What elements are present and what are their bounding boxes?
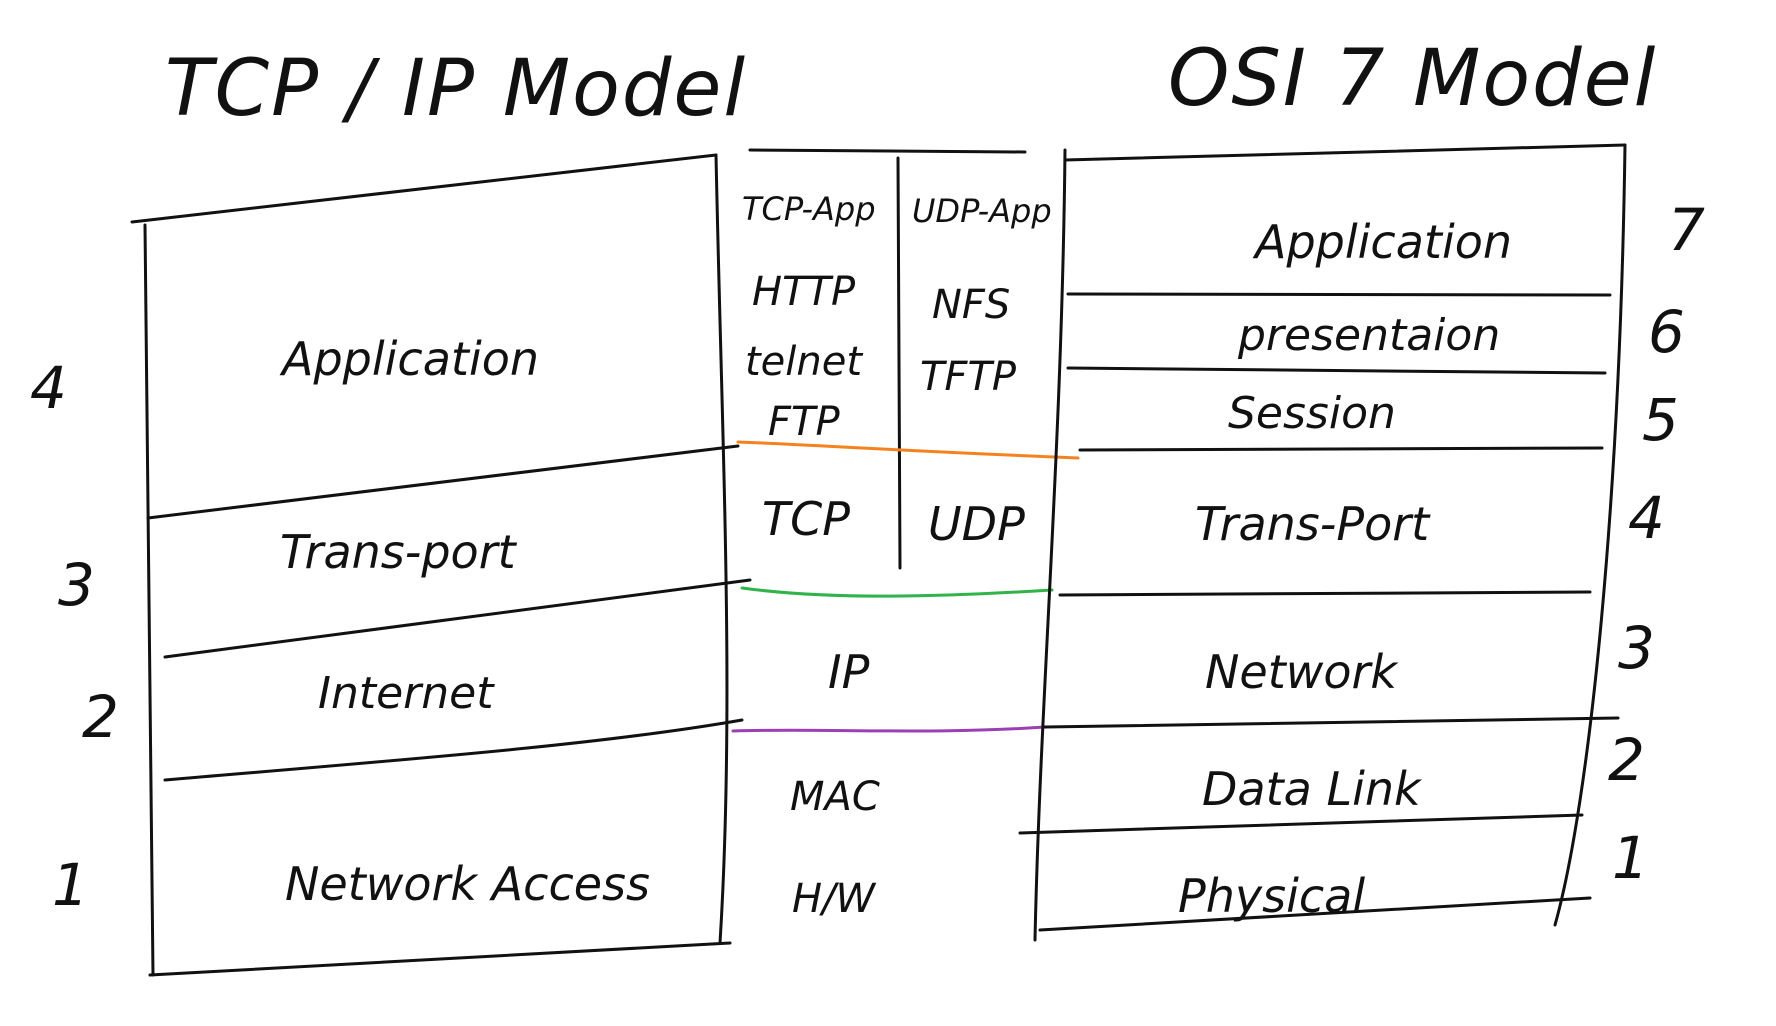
osi-divider-7-6: [1066, 292, 1612, 297]
internet-ip: IP: [828, 645, 870, 699]
udp-app-header: UDP-App: [912, 192, 1052, 230]
tcpip-layer-network-access: Network Access: [285, 857, 650, 911]
tcpip-number-1: 1: [52, 851, 89, 919]
osi-number-1: 1: [1612, 824, 1649, 892]
tcpip-number-2: 2: [82, 683, 119, 751]
tcpip-number-4: 4: [30, 354, 67, 422]
osi-box-right: [1553, 143, 1627, 927]
osi-layer-session: Session: [1228, 388, 1396, 439]
tcpip-box-left: [143, 223, 155, 977]
tcpip-box-right: [714, 153, 729, 945]
physical-hw: H/W: [792, 876, 877, 922]
protocol-top-line: [748, 148, 1027, 154]
osi-number-4: 4: [1628, 484, 1665, 552]
tcp-app-header: TCP-App: [742, 190, 876, 228]
osi-layer-data-link: Data Link: [1202, 762, 1423, 816]
udp-app-nfs: NFS: [932, 282, 1010, 328]
osi-layer-transport: Trans-Port: [1195, 497, 1431, 551]
tcpip-number-3: 3: [58, 551, 95, 619]
osi-number-6: 6: [1648, 298, 1685, 366]
osi-layer-application: Application: [1252, 215, 1512, 269]
tcp-app-ftp: FTP: [768, 399, 840, 445]
network-datalink-boundary: [731, 725, 1047, 733]
protocol-app-splitter: [896, 156, 902, 570]
tcpip-divider-app-transport: [146, 444, 740, 520]
osi-layer-presentation: presentaion: [1237, 310, 1500, 361]
tcpip-layer-internet: Internet: [318, 668, 495, 719]
datalink-mac: MAC: [790, 774, 880, 820]
osi-number-7: 7: [1668, 196, 1705, 264]
osi-number-3: 3: [1618, 614, 1655, 682]
tcpip-divider-transport-internet: [163, 578, 752, 659]
protocol-column: [731, 148, 1080, 733]
tcpip-layer-transport: Trans-port: [280, 525, 518, 579]
osi-number-5: 5: [1642, 386, 1679, 454]
osi-box-left: [1033, 148, 1067, 942]
osi-divider-4-3: [1058, 590, 1592, 597]
osi-divider-2-1: [1018, 813, 1584, 835]
app-transport-boundary: [736, 440, 1080, 460]
transport-network-boundary: [740, 586, 1054, 598]
osi-layer-physical: Physical: [1178, 869, 1365, 923]
osi-divider-3-2: [1043, 716, 1620, 729]
osi-stack: [1018, 143, 1627, 942]
transport-udp: UDP: [928, 497, 1025, 551]
tcp-app-http: HTTP: [752, 269, 856, 315]
transport-tcp: TCP: [762, 492, 850, 546]
osi-model-title: OSI 7 Model: [1168, 34, 1657, 124]
osi-box-bottom: [1038, 896, 1592, 932]
tcpip-layer-application: Application: [279, 332, 539, 386]
udp-app-tftp: TFTP: [920, 354, 1017, 400]
osi-layer-network: Network: [1205, 645, 1399, 699]
osi-number-2: 2: [1608, 726, 1645, 794]
osi-box-top: [1063, 143, 1627, 162]
tcpip-stack: [130, 153, 752, 977]
osi-divider-6-5: [1066, 366, 1607, 375]
tcpip-box-top: [130, 153, 718, 224]
tcp-app-telnet: telnet: [745, 339, 863, 385]
tcpip-box-bottom: [148, 941, 732, 977]
tcpip-divider-internet-access: [163, 718, 744, 782]
osi-divider-5-4: [1078, 446, 1604, 452]
tcpip-model-title: TCP / IP Model: [165, 44, 747, 134]
